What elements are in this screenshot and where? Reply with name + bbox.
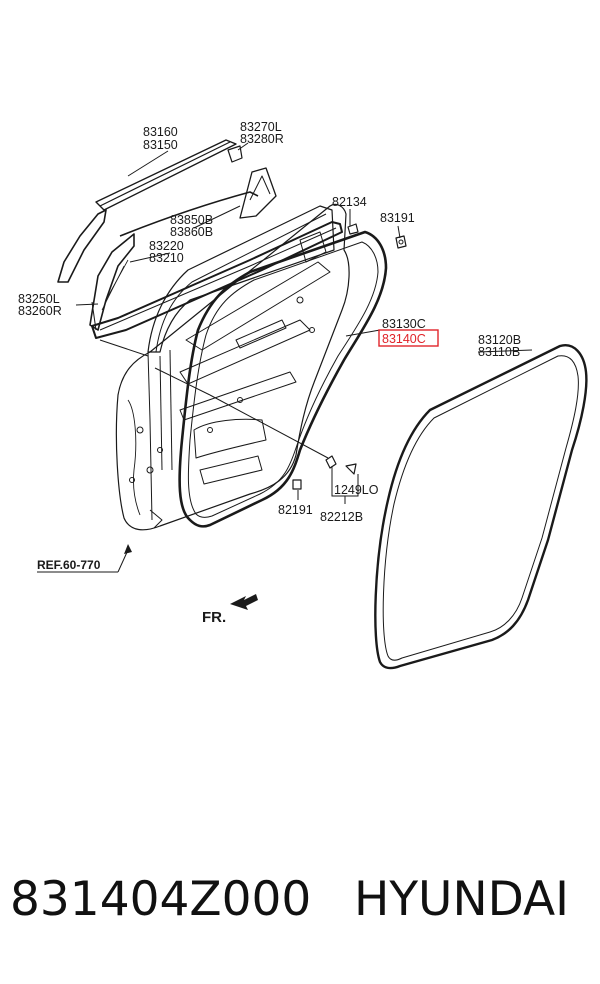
label-83850B: 83850B bbox=[170, 213, 213, 227]
label-83280R: 83280R bbox=[240, 132, 284, 146]
label-83220: 83220 bbox=[149, 239, 184, 253]
glass-run-channel bbox=[91, 191, 343, 339]
ref-leader bbox=[37, 544, 132, 573]
door-frame-weatherstrip bbox=[178, 230, 388, 528]
small-parts bbox=[292, 223, 407, 490]
footer: 831404Z000 HYUNDAI bbox=[0, 872, 600, 952]
quarter-glass-frame bbox=[57, 209, 135, 331]
highlight-box bbox=[378, 329, 439, 347]
label-83210: 83210 bbox=[149, 251, 184, 265]
label-83860B: 83860B bbox=[170, 225, 213, 239]
label-83150: 83150 bbox=[143, 138, 178, 152]
door-opening-weatherstrip bbox=[374, 344, 588, 670]
brand-name: HYUNDAI bbox=[354, 872, 569, 927]
front-arrow-icon bbox=[230, 594, 258, 610]
part-labels: 83160 83150 83270L 83280R 82134 83191 83… bbox=[18, 120, 521, 626]
label-83160: 83160 bbox=[143, 125, 178, 139]
ref-label: REF.60-770 bbox=[37, 558, 101, 572]
label-1249LO: 1249LO bbox=[334, 483, 379, 497]
label-82191: 82191 bbox=[278, 503, 313, 517]
belt-molding bbox=[95, 139, 237, 211]
leader-lines bbox=[75, 142, 533, 504]
label-83191: 83191 bbox=[380, 211, 415, 225]
door-inner-panel bbox=[115, 203, 350, 531]
label-83120B: 83120B bbox=[478, 333, 521, 347]
front-label: FR. bbox=[202, 609, 226, 626]
label-83140C: 83140C bbox=[382, 332, 426, 346]
part-number: 831404Z000 bbox=[10, 872, 312, 927]
label-83110B: 83110B bbox=[478, 345, 520, 359]
sash-garnish bbox=[227, 145, 277, 219]
label-82212B: 82212B bbox=[320, 510, 363, 524]
label-83250L: 83250L bbox=[18, 292, 60, 306]
label-83270L: 83270L bbox=[240, 120, 282, 134]
label-83130C: 83130C bbox=[382, 317, 426, 331]
label-83260R: 83260R bbox=[18, 304, 62, 318]
label-82134: 82134 bbox=[332, 195, 367, 209]
